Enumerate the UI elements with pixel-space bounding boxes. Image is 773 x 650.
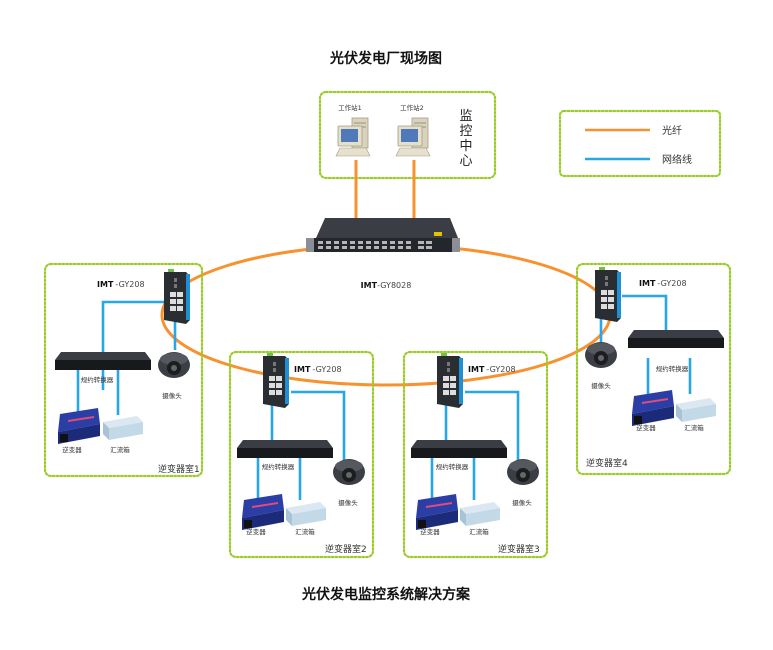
room-4-name: 逆变器室4: [586, 457, 628, 469]
room-4-link-converter: [622, 294, 668, 330]
room-2-combiner-icon: [286, 502, 326, 526]
legend-boundary: [558, 109, 722, 178]
room-1-camera-label: 摄像头: [162, 391, 182, 400]
core-switch-model-suffix: -GY8028: [377, 281, 411, 290]
room-3-inverter-icon: [416, 494, 458, 530]
legend: 光纤 网络线: [558, 109, 722, 178]
room-2-name: 逆变器室2: [325, 543, 367, 555]
room-3-combiner-icon: [460, 502, 500, 526]
room-2-converter-label: 规约转换器: [262, 462, 295, 471]
room-4-combiner-label: 汇流箱: [684, 423, 704, 432]
room-3-camera-label: 摄像头: [512, 498, 532, 507]
room-2-switch-icon: [263, 353, 289, 408]
room-2-camera-label: 摄像头: [338, 498, 358, 507]
monitor-center-char-1: 监: [459, 109, 472, 124]
room-1-boundary: [43, 262, 204, 478]
room-3-switch-icon: [437, 353, 463, 408]
room-3-switch-model: IMT-GY208: [468, 365, 516, 374]
room-1-combiner-icon: [103, 416, 143, 440]
core-switch: [306, 218, 460, 252]
room-4-inverter-label: 逆变器: [636, 423, 656, 432]
workstation-2-icon: [395, 117, 431, 157]
room-3-inverter-label: 逆变器: [420, 527, 440, 536]
workstation-1-icon: [335, 117, 371, 157]
room-3-boundary: [402, 350, 549, 559]
inverter-room-1: IMT-GY208 规约转换器 摄像头 逆变器 汇流箱 逆变器室1: [43, 262, 204, 478]
room-3-name: 逆变器室3: [498, 543, 540, 555]
room-2-link-camera: [291, 390, 346, 460]
room-1-converter-icon: [55, 352, 151, 370]
room-1-name: 逆变器室1: [158, 463, 200, 475]
room-4-inverter-icon: [632, 390, 674, 426]
monitor-center-char-4: 心: [459, 154, 472, 169]
room-4-camera-label: 摄像头: [591, 381, 611, 390]
inverter-room-4: IMT-GY208 规约转换器 摄像头 逆变器 汇流箱 逆变器室4: [575, 262, 732, 476]
room-4-boundary: [575, 262, 732, 476]
room-4-switch-icon: [595, 267, 621, 322]
room-1-combiner-label: 汇流箱: [110, 445, 130, 454]
room-4-combiner-icon: [676, 398, 716, 422]
room-1-switch-icon: [164, 269, 190, 324]
top-title: 光伏发电厂现场图: [329, 50, 442, 67]
legend-ethernet-label: 网络线: [662, 153, 692, 166]
workstation-2-label: 工作站2: [400, 103, 424, 112]
workstation-1-label: 工作站1: [338, 103, 362, 112]
room-1-inverter-icon: [58, 408, 100, 444]
room-4-converter-label: 规约转换器: [656, 364, 689, 373]
core-switch-model: IMT-GY8028: [361, 281, 412, 290]
room-2-inverter-label: 逆变器: [246, 527, 266, 536]
legend-fiber-label: 光纤: [662, 124, 682, 137]
monitor-center-char-2: 控: [459, 124, 472, 139]
room-4-switch-model: IMT-GY208: [639, 279, 687, 288]
room-3-camera-icon: [507, 459, 539, 485]
room-4-camera-icon: [585, 342, 617, 368]
room-2-inverter-icon: [242, 494, 284, 530]
monitor-center: 工作站1 工作站2 监 控 中 心: [318, 90, 497, 180]
room-2-combiner-label: 汇流箱: [295, 527, 315, 536]
inverter-room-3: IMT-GY208 规约转换器 摄像头 逆变器 汇流箱 逆变器室3: [402, 350, 549, 559]
room-3-converter-icon: [411, 440, 507, 458]
room-2-converter-icon: [237, 440, 333, 458]
room-1-camera-icon: [158, 352, 190, 378]
monitor-center-boundary: [318, 90, 497, 180]
room-2-boundary: [228, 350, 375, 559]
core-switch-model-prefix: IMT: [361, 281, 378, 290]
room-3-link-camera: [465, 390, 520, 460]
monitor-center-char-3: 中: [459, 139, 472, 154]
room-1-switch-model: IMT-GY208: [97, 280, 145, 289]
room-3-combiner-label: 汇流箱: [469, 527, 489, 536]
room-3-converter-label: 规约转换器: [436, 462, 469, 471]
room-2-camera-icon: [333, 459, 365, 485]
room-1-converter-label: 规约转换器: [81, 375, 114, 384]
inverter-room-2: IMT-GY208 规约转换器 摄像头 逆变器 汇流箱 逆变器室2: [228, 350, 375, 559]
room-2-switch-model: IMT-GY208: [294, 365, 342, 374]
bottom-title: 光伏发电监控系统解决方案: [301, 586, 471, 603]
room-1-inverter-label: 逆变器: [62, 445, 82, 454]
room-4-converter-icon: [628, 330, 724, 348]
